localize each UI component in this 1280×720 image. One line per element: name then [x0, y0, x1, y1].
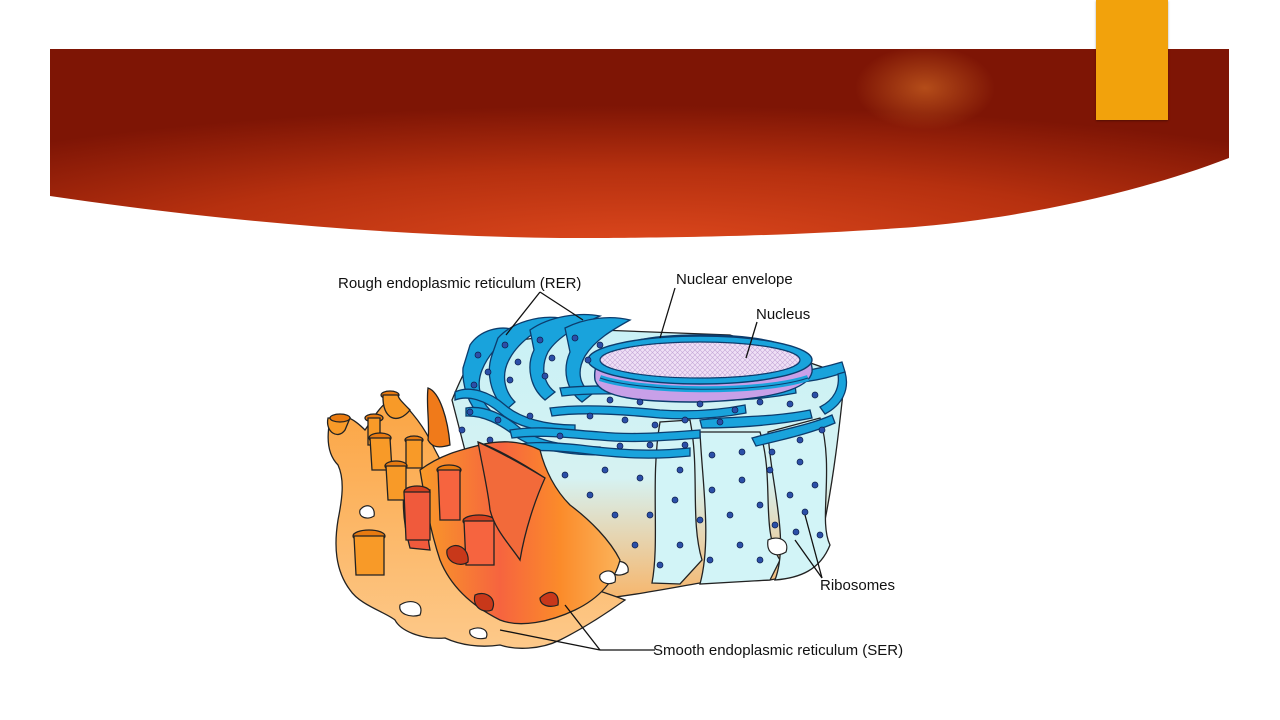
label-rer: Rough endoplasmic reticulum (RER) [338, 275, 582, 292]
nucleus [599, 341, 801, 379]
accent-tab [1096, 0, 1168, 120]
rer-lower-cisternae [651, 417, 831, 585]
label-nuclear-envelope: Nuclear envelope [676, 271, 793, 288]
label-nucleus: Nucleus [756, 306, 811, 323]
leader-lines [499, 287, 823, 651]
label-ser: Smooth endoplasmic reticulum (SER) [653, 642, 904, 659]
nucleus-group [587, 334, 813, 403]
ser-tubules [326, 387, 627, 649]
ser-holes [359, 505, 617, 640]
label-ribosomes: Ribosomes [820, 577, 896, 594]
